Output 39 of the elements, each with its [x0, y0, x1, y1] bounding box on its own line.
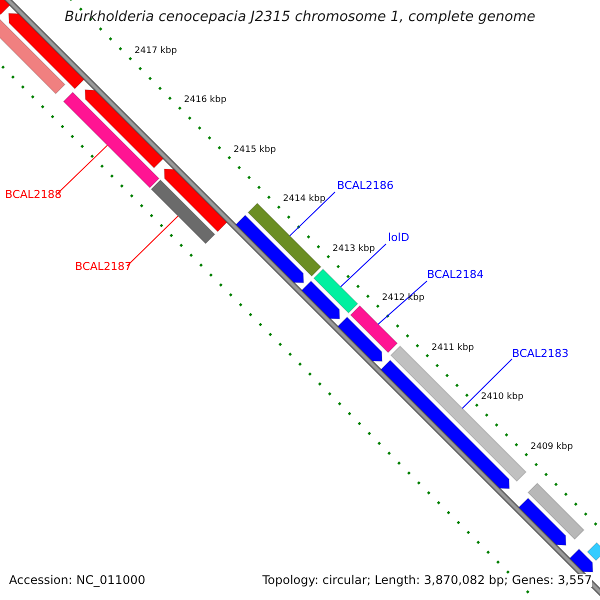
scale-label: 2412 kbp — [382, 294, 424, 304]
gene-label: BCAL2187 — [75, 261, 132, 274]
gene-label: BCAL2186 — [337, 180, 394, 192]
gene-feature — [527, 482, 585, 540]
gene-label: BCAL2184 — [427, 269, 484, 282]
gene-feature — [62, 92, 160, 188]
gene-feature — [518, 498, 566, 546]
scale-label: 2414 kbp — [283, 195, 326, 206]
leader-line — [126, 216, 179, 266]
leader-line — [378, 280, 428, 325]
scale-label: 2413 kbp — [332, 244, 375, 255]
gene-feature — [313, 268, 358, 314]
gene-label: lolD — [388, 232, 410, 244]
gene-label: BCAL2188 — [5, 189, 62, 202]
gene-feature — [586, 542, 600, 562]
gene-feature — [235, 214, 304, 284]
gene-label: BCAL2183 — [512, 348, 569, 360]
gene-feature — [569, 548, 594, 573]
title: Burkholderia cenocepacia J2315 chromosome 1, complete genome — [64, 10, 536, 26]
scale-label: 2409 kbp — [530, 442, 573, 453]
leader-line — [462, 358, 512, 409]
leader-line — [289, 192, 336, 236]
gene-feature — [337, 316, 383, 362]
gene-feature — [0, 0, 10, 16]
gene-feature — [164, 168, 228, 232]
scale-label: 2410 kbp — [481, 393, 524, 404]
leader-line — [56, 144, 108, 194]
gene-feature — [150, 179, 216, 244]
gene-feature — [301, 280, 340, 320]
scale-label: 2411 kbp — [432, 344, 474, 354]
gene-feature — [84, 89, 164, 169]
scale-label: 2416 kbp — [184, 96, 226, 106]
accession-text: Accession: NC_011000 — [9, 574, 146, 588]
gene-feature — [247, 202, 322, 277]
gene-feature — [350, 305, 398, 354]
leader-line — [340, 244, 386, 288]
scale-label: 2415 kbp — [234, 146, 276, 156]
scale-label: 2417 kbp — [134, 46, 177, 57]
genome-stats-text: Topology: circular; Length: 3,870,082 bp; Genes: 3,557 — [262, 574, 592, 588]
